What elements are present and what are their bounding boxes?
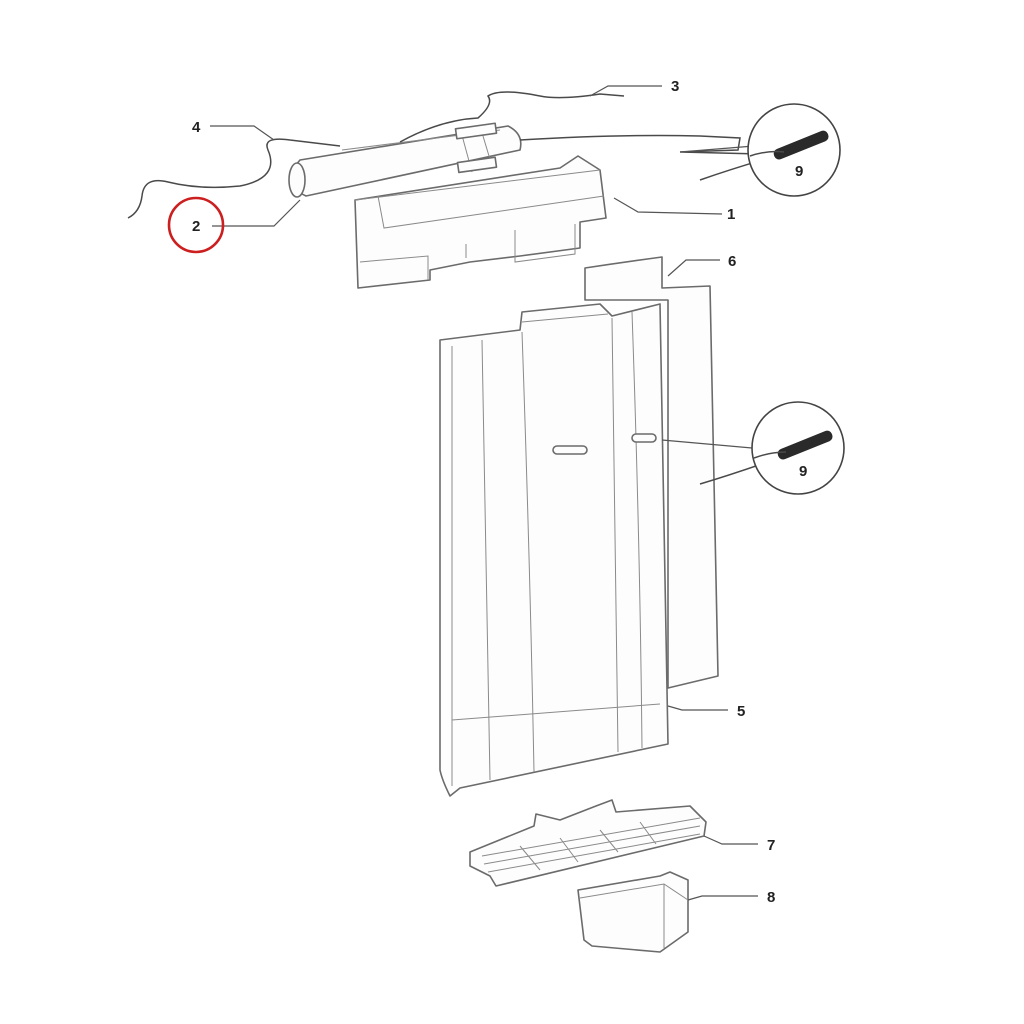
detail-circle-top xyxy=(679,103,841,197)
part-5-door-panel xyxy=(439,303,669,797)
label-5: 5 xyxy=(737,703,745,720)
door-handle-slot xyxy=(552,445,588,455)
sensor-probe-icon xyxy=(777,430,833,460)
part-1-housing xyxy=(354,155,607,289)
part-2-tube-assembly xyxy=(288,122,522,198)
wire-left xyxy=(127,138,341,219)
leader-8 xyxy=(687,895,758,901)
leader-3 xyxy=(589,85,662,97)
detail-circle-mid xyxy=(661,401,845,495)
label-7: 7 xyxy=(767,837,775,854)
label-2: 2 xyxy=(192,218,200,235)
part-7-drip-tray xyxy=(469,799,707,887)
label-9-mid: 9 xyxy=(799,463,807,480)
part-8-cover xyxy=(577,871,689,953)
leader-2 xyxy=(212,199,301,227)
label-8: 8 xyxy=(767,889,775,906)
part-6-liner xyxy=(584,256,719,689)
leader-5 xyxy=(667,705,728,711)
label-4: 4 xyxy=(192,119,201,136)
leader-7 xyxy=(703,835,758,845)
wire-top xyxy=(399,91,625,143)
leader-6 xyxy=(667,259,720,277)
label-3: 3 xyxy=(671,78,679,95)
label-1: 1 xyxy=(727,206,735,223)
leader-1 xyxy=(613,197,723,215)
sensor-probe-icon xyxy=(773,130,829,160)
label-9-top: 9 xyxy=(795,163,803,180)
label-6: 6 xyxy=(728,253,736,270)
highlight-circle xyxy=(167,196,225,254)
wire-right xyxy=(519,134,761,155)
side-pin xyxy=(631,433,657,443)
leader-4 xyxy=(210,125,275,141)
